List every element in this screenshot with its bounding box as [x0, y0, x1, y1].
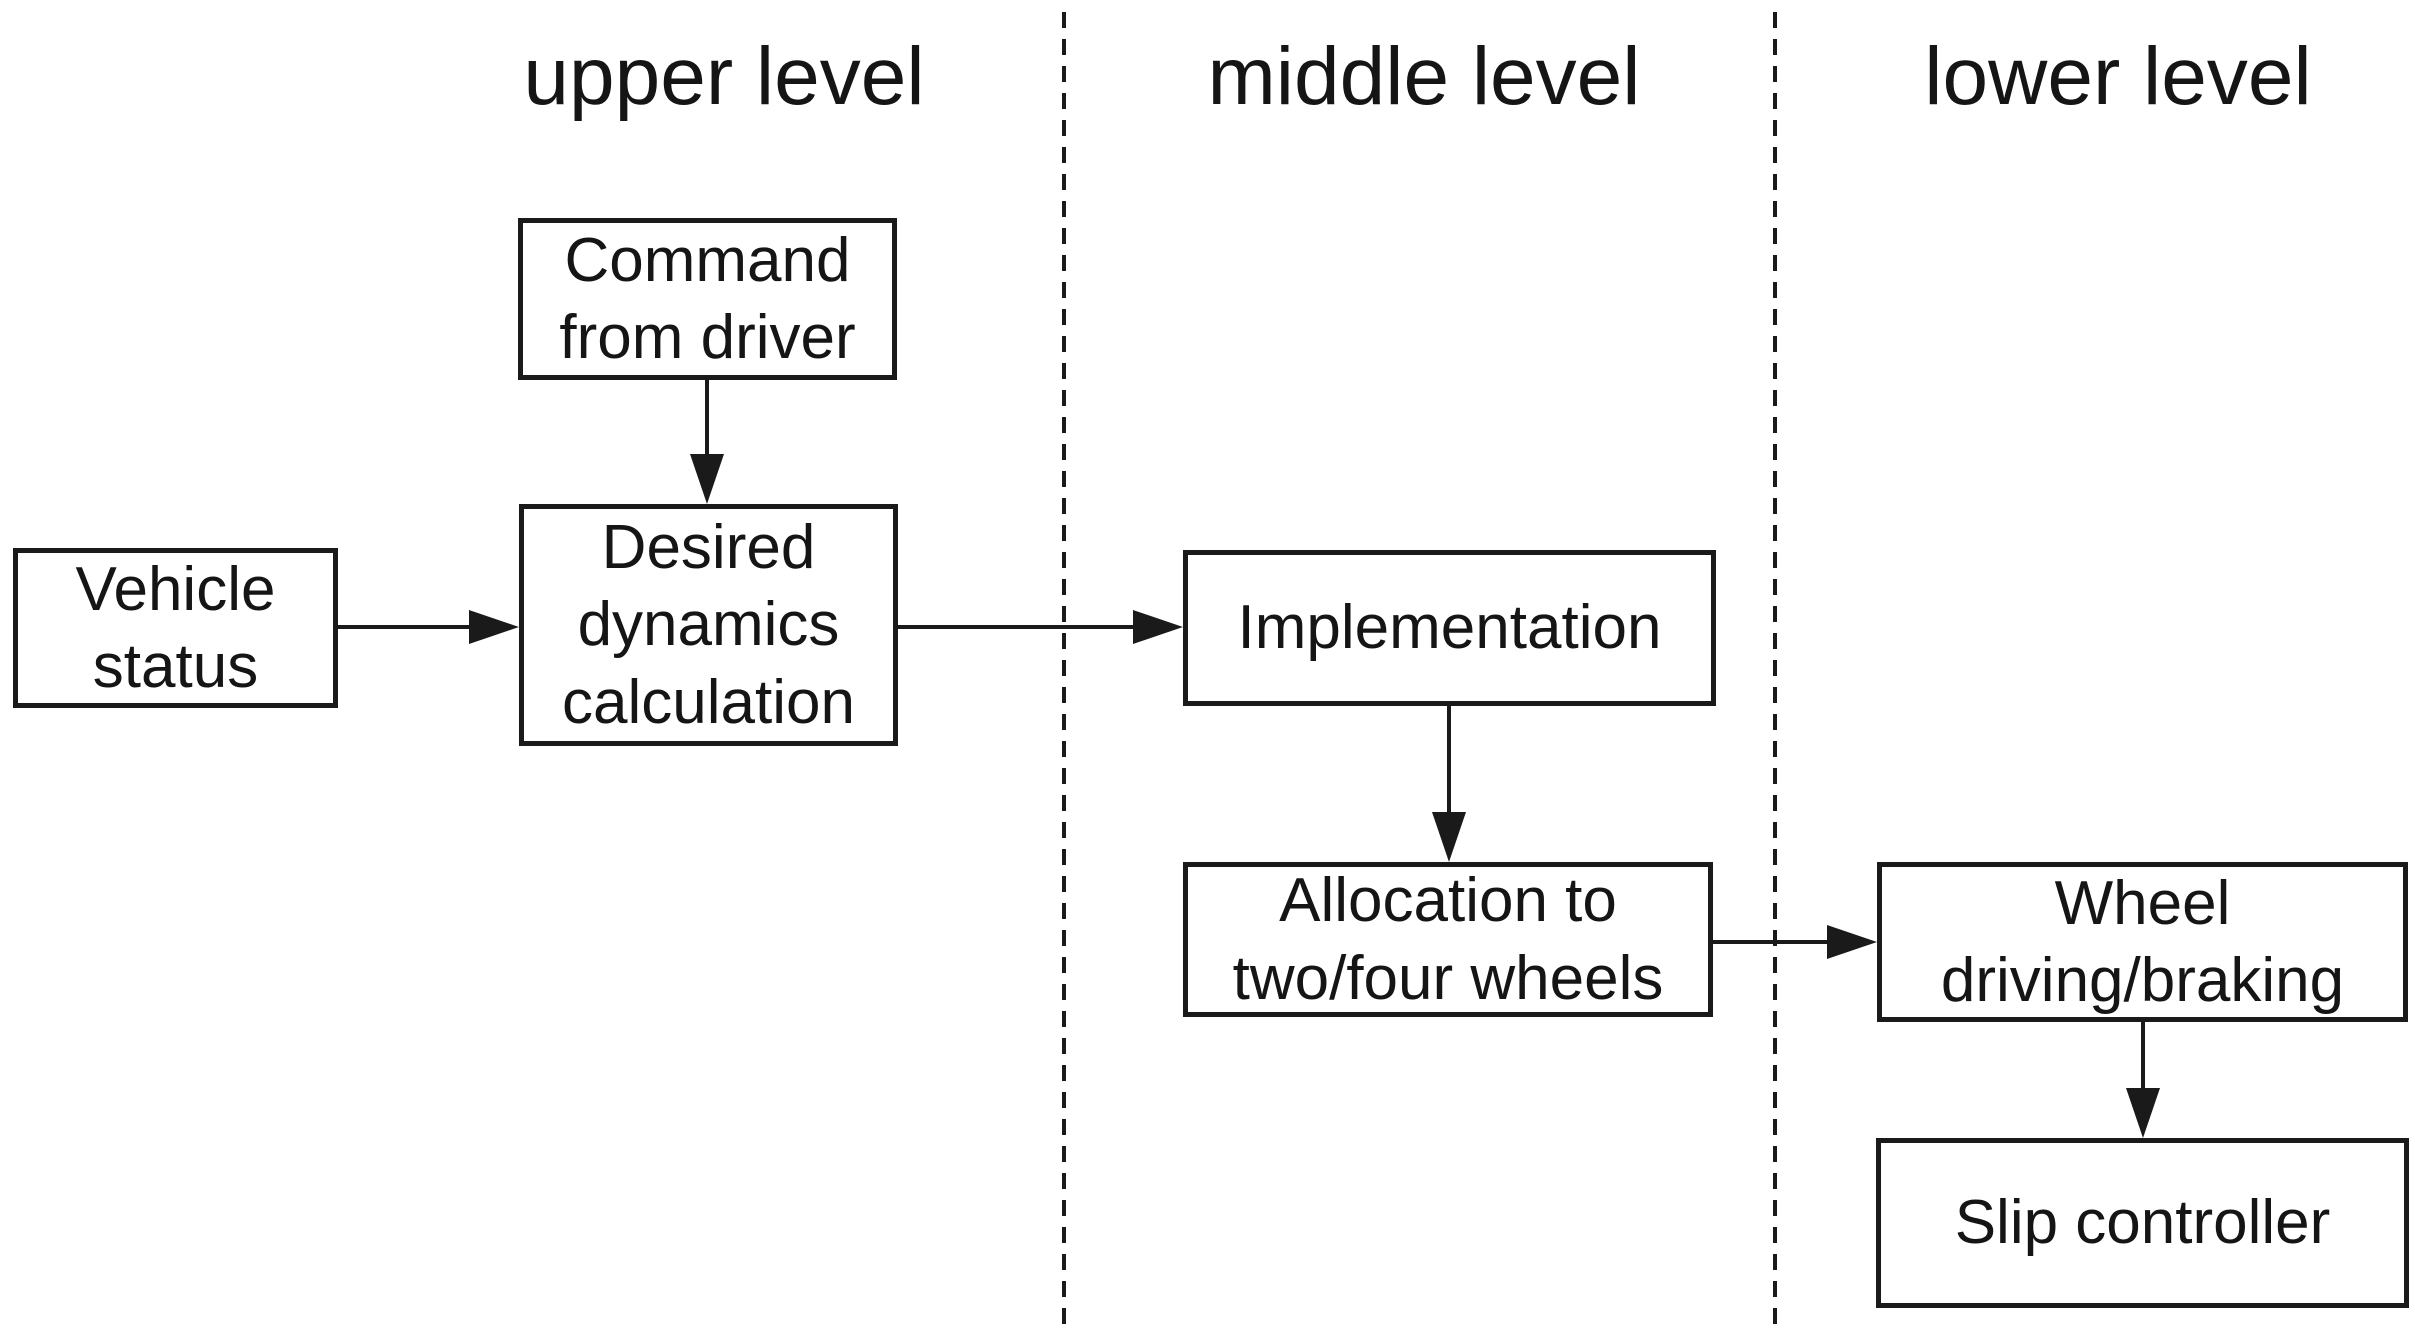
arrowhead-down-icon: [1432, 812, 1466, 862]
arrow-shaft: [338, 625, 473, 629]
dashed-separator-middle-lower: [1773, 12, 1777, 1334]
node-desired-dynamics-calculation: Desired dynamics calculation: [519, 504, 898, 746]
arrow-shaft: [1447, 704, 1451, 814]
arrowhead-right-icon: [469, 610, 519, 644]
arrowhead-down-icon: [690, 454, 724, 504]
arrow-shaft: [2141, 1020, 2145, 1090]
arrowhead-right-icon: [1827, 925, 1877, 959]
node-wheel-driving-braking: Wheel driving/braking: [1877, 862, 2408, 1022]
dashed-separator-upper-middle: [1062, 12, 1066, 1334]
node-vehicle-status: Vehicle status: [13, 548, 338, 708]
node-slip-controller: Slip controller: [1876, 1138, 2409, 1308]
node-implementation: Implementation: [1183, 550, 1716, 706]
level-label-lower: lower level: [1924, 31, 2312, 122]
arrow-shaft: [896, 625, 1135, 629]
arrow-shaft: [705, 380, 709, 458]
level-label-middle: middle level: [1207, 31, 1641, 122]
level-label-upper: upper level: [523, 31, 925, 122]
node-allocation-two-four-wheels: Allocation to two/four wheels: [1183, 862, 1713, 1017]
arrow-shaft: [1711, 940, 1829, 944]
node-command-from-driver: Command from driver: [518, 218, 897, 380]
arrowhead-down-icon: [2126, 1088, 2160, 1138]
arrowhead-right-icon: [1133, 610, 1183, 644]
